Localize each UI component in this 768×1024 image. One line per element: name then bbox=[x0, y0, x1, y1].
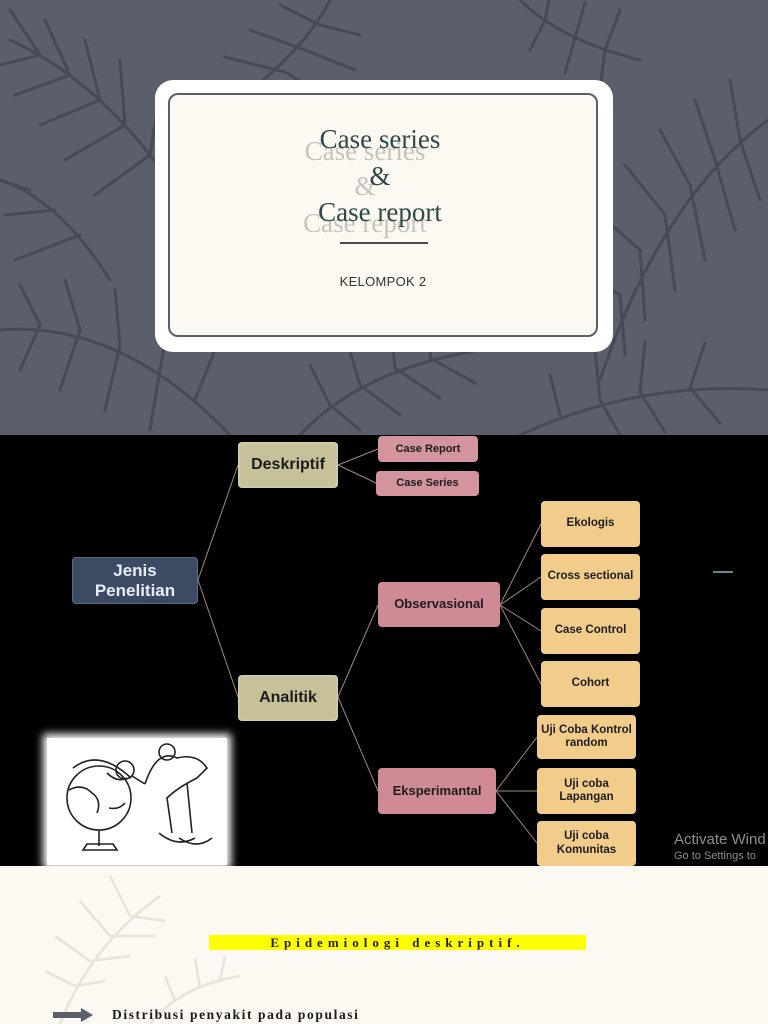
activate-windows-watermark: Activate Wind bbox=[674, 831, 766, 848]
bullet-text: Distribusi penyakit pada populasi bbox=[112, 1007, 360, 1022]
leaf-pattern-light bbox=[44, 875, 241, 1024]
node-case-series: Case Series bbox=[376, 471, 479, 496]
descriptive-epidemiology-slide: Epidemiologi deskriptif. Distribusi peny… bbox=[0, 866, 768, 1024]
title-slide: Case series & Case report Case series & … bbox=[0, 0, 768, 435]
node-ekologis: Ekologis bbox=[541, 501, 640, 547]
node-case-control: Case Control bbox=[541, 608, 640, 654]
node-cross-sectional: Cross sectional bbox=[541, 554, 640, 600]
subtitle: KELOMPOK 2 bbox=[339, 274, 427, 289]
title-card-border bbox=[168, 93, 598, 337]
title-amp-shadow: & bbox=[354, 171, 376, 201]
heading-highlight: Epidemiologi deskriptif. bbox=[209, 935, 586, 950]
title-underline bbox=[340, 242, 428, 244]
node-case-report: Case Report bbox=[378, 436, 478, 462]
node-cohort: Cohort bbox=[541, 661, 640, 707]
title-line2-shadow: Case report bbox=[303, 208, 427, 238]
node-jenis-penelitian: Jenis Penelitian bbox=[72, 557, 198, 604]
arrow-right-icon bbox=[53, 1008, 93, 1022]
title-line1: Case series bbox=[319, 124, 441, 154]
node-uji-coba-kontrol-random: Uji Coba Kontrol random bbox=[537, 715, 636, 759]
globe-cartoon-image bbox=[47, 738, 227, 865]
node-analitik: Analitik bbox=[238, 675, 338, 721]
node-uji-coba-lapangan: Uji coba Lapangan bbox=[537, 768, 636, 814]
title-amp: & bbox=[369, 161, 391, 191]
title-line2: Case report bbox=[318, 197, 442, 227]
diagram-connectors bbox=[197, 448, 542, 844]
minimize-dash bbox=[713, 571, 733, 573]
title-line1-shadow: Case series bbox=[304, 136, 426, 166]
leaf-pattern-background bbox=[0, 0, 768, 435]
research-types-diagram: Jenis Penelitian Deskriptif Analitik Cas… bbox=[0, 435, 768, 866]
node-eksperimantal: Eksperimantal bbox=[378, 768, 496, 814]
node-observasional: Observasional bbox=[378, 582, 500, 627]
node-uji-coba-komunitas: Uji coba Komunitas bbox=[537, 821, 636, 866]
activate-windows-subtext: Go to Settings to bbox=[674, 850, 756, 862]
node-deskriptif: Deskriptif bbox=[238, 442, 338, 488]
